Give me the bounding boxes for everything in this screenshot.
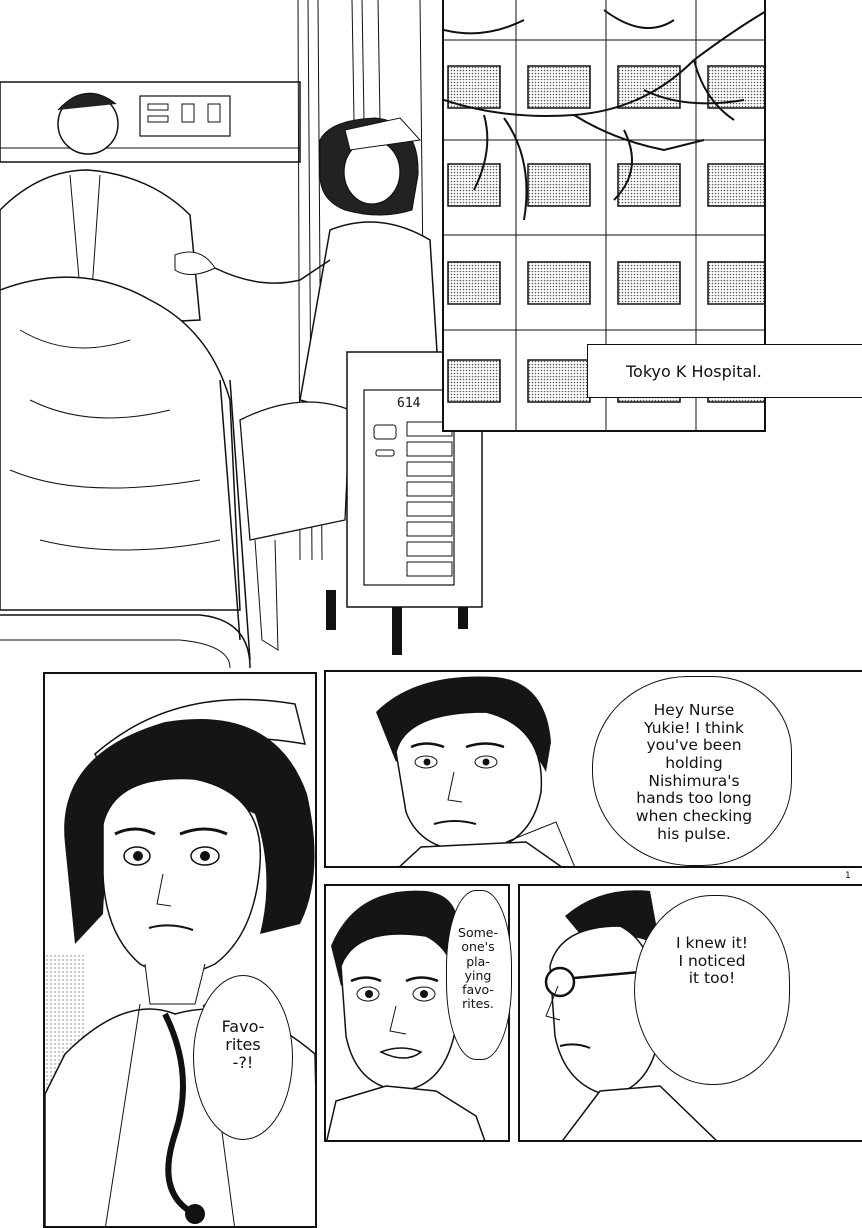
speech-bubble-nurse bbox=[193, 975, 293, 1140]
speech-text-glasses-man: I knew it! I noticed it too! bbox=[675, 934, 749, 988]
speech-bubble-resident bbox=[592, 676, 792, 866]
speech-text-resident: Hey Nurse Yukie! I think you've been hol… bbox=[635, 701, 753, 843]
room-number-label: 614 bbox=[397, 396, 421, 411]
glasses-man-portrait-illustration bbox=[544, 890, 717, 1140]
page-number: 1 bbox=[845, 871, 851, 881]
speech-text-young-man: Some- one's pla- ying favo- rites. bbox=[458, 925, 498, 1012]
top-scene-hospital-room: 614 bbox=[0, 0, 483, 668]
location-caption: Tokyo K Hospital. bbox=[587, 344, 862, 398]
nurse-portrait-illustration bbox=[45, 674, 315, 1226]
panel-nurse-closeup bbox=[43, 672, 317, 1228]
speech-bubble-young-man bbox=[446, 890, 512, 1060]
speech-bubble-glasses-man bbox=[634, 895, 790, 1085]
hospital-building-illustration bbox=[444, 0, 764, 430]
resident-portrait-illustration bbox=[376, 676, 575, 866]
speech-text-nurse: Favo- rites -?! bbox=[221, 1017, 265, 1073]
hospital-room-illustration bbox=[0, 0, 483, 668]
